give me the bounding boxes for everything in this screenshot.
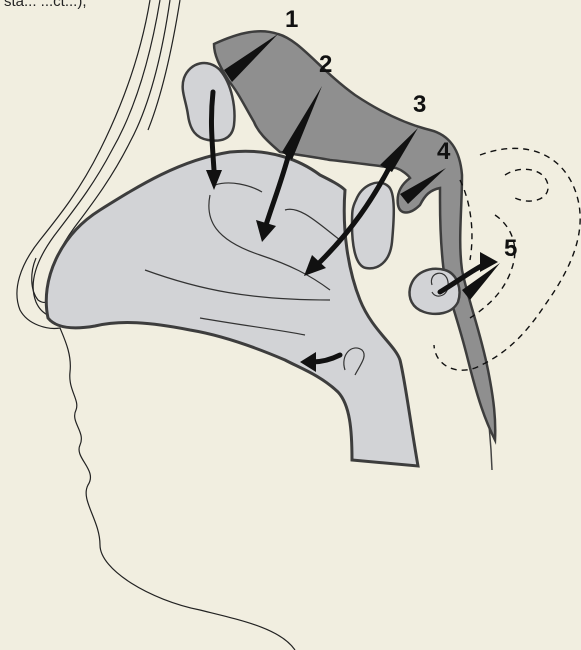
label-3: 3 <box>413 91 426 118</box>
cropped-header-text: sta... ...ct...), <box>4 0 87 10</box>
arrow-lobe-shaft <box>211 92 214 170</box>
arrowhead-5 <box>480 252 498 272</box>
label-1: 1 <box>285 6 298 33</box>
label-4: 4 <box>437 138 451 165</box>
label-2: 2 <box>319 51 332 78</box>
label-5: 5 <box>504 235 517 262</box>
